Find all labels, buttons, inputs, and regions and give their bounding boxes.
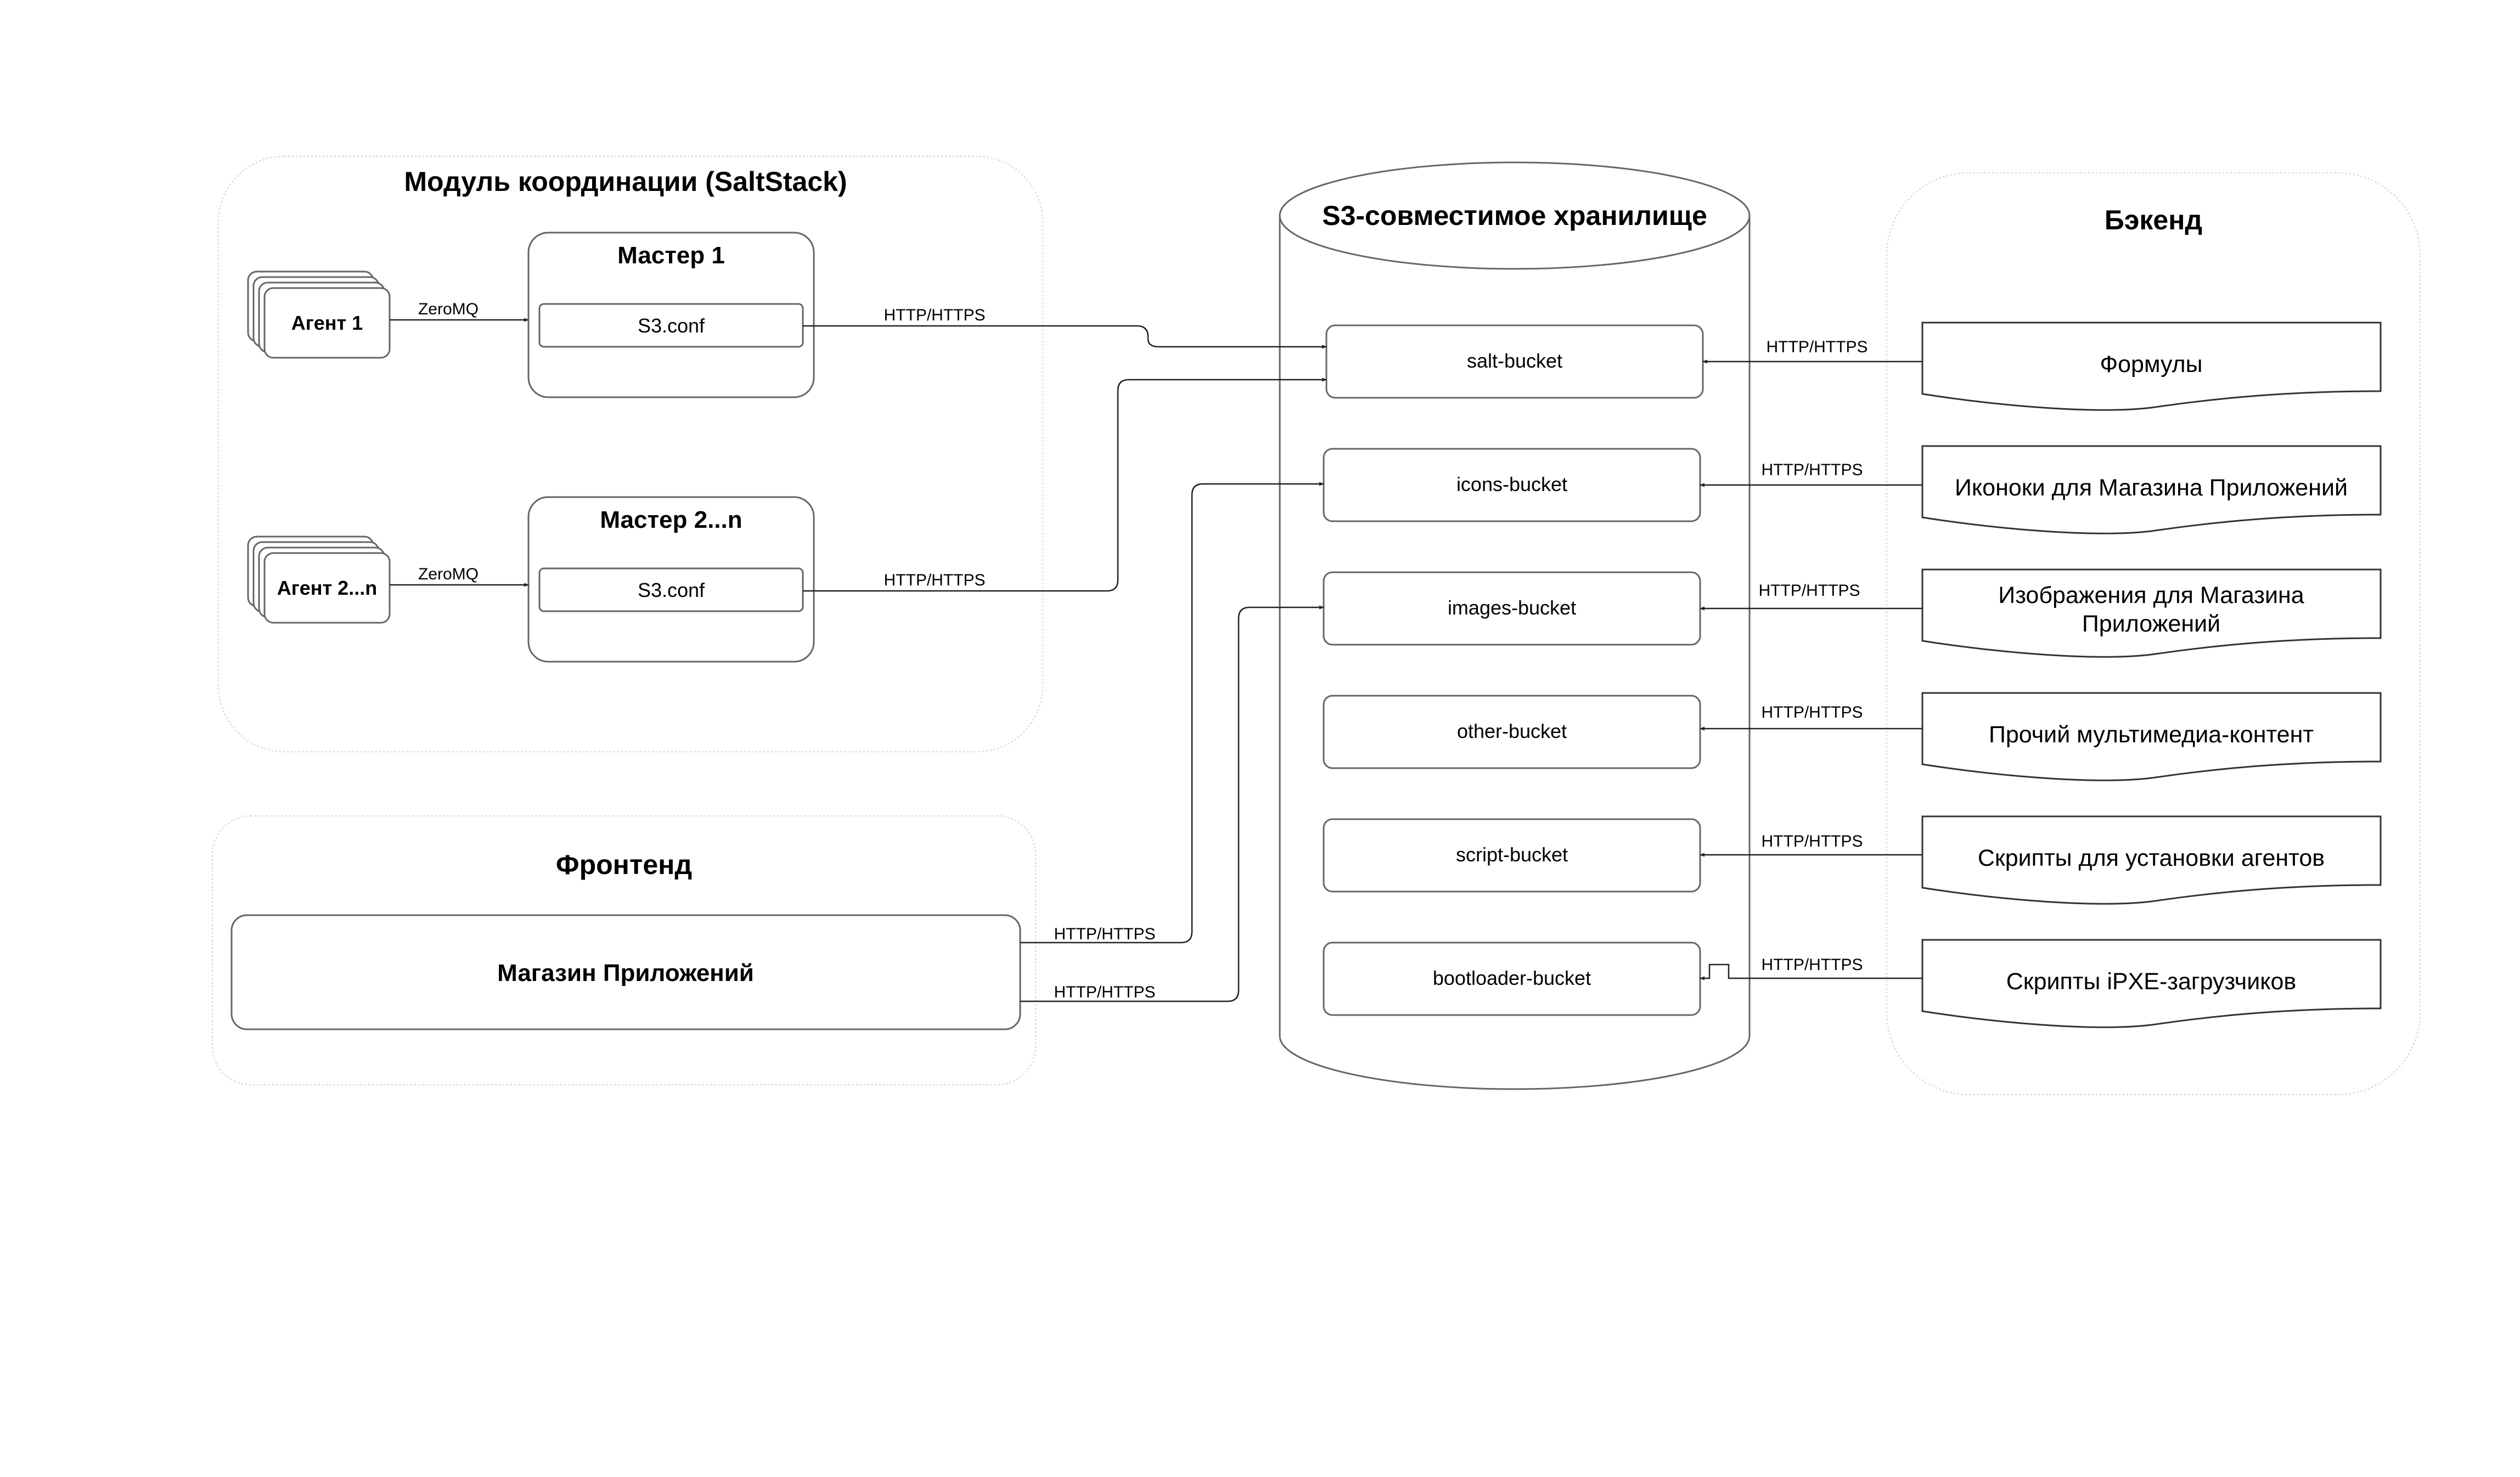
coordination-group-title: Модуль координации (SaltStack) [404, 166, 847, 197]
edge-agent2-master2: ZeroMQ [390, 565, 529, 587]
agent-1-stack[interactable]: Агент 1 [247, 270, 391, 359]
edge-master1-salt: HTTP/HTTPS [803, 306, 1327, 349]
bucket-bootloader-label: bootloader-bucket [1433, 967, 1591, 989]
edge-other-doc-bucket-label: HTTP/HTTPS [1762, 703, 1863, 721]
doc-agent-scripts-label: Скрипты для установки агентов [1978, 845, 2325, 871]
bucket-images-label: images-bucket [1448, 596, 1576, 619]
edge-master2-salt-label: HTTP/HTTPS [884, 571, 986, 589]
edge-other-doc-bucket: HTTP/HTTPS [1700, 703, 1922, 731]
backend-group-title: Бэкенд [2105, 205, 2202, 235]
bucket-images[interactable]: images-bucket [1323, 571, 1701, 646]
edge-agent1-master1-label: ZeroMQ [418, 300, 479, 318]
doc-icons-label: Иконоки для Магазина Приложений [1955, 475, 2348, 501]
bucket-salt-label: salt-bucket [1467, 349, 1562, 372]
edge-images-doc-bucket-label: HTTP/HTTPS [1759, 582, 1860, 600]
edge-icons-doc-bucket-label: HTTP/HTTPS [1762, 461, 1863, 479]
storage-title: S3-совместимое хранилище [1322, 200, 1707, 231]
bucket-icons[interactable]: icons-bucket [1323, 448, 1701, 522]
bucket-icons-label: icons-bucket [1456, 473, 1567, 495]
edge-store-icons-label: HTTP/HTTPS [1054, 925, 1156, 943]
edge-formulas-salt-label: HTTP/HTTPS [1767, 338, 1868, 356]
edge-formulas-salt: HTTP/HTTPS [1702, 338, 1922, 364]
edge-icons-doc-bucket: HTTP/HTTPS [1700, 461, 1922, 487]
master-1-title: Мастер 1 [617, 242, 725, 269]
master-2-title: Мастер 2...n [600, 506, 742, 533]
doc-other[interactable]: Прочий мультимедиа-контент [1921, 692, 2382, 781]
edge-ipxe-bootloader: HTTP/HTTPS [1700, 956, 1922, 980]
agent-1-label: Агент 1 [291, 312, 363, 334]
edge-ipxe-bootloader-label: HTTP/HTTPS [1762, 956, 1863, 974]
coordination-group: Модуль координации (SaltStack) [217, 155, 1044, 753]
edge-agent1-master1: ZeroMQ [390, 300, 529, 322]
edge-images-doc-bucket: HTTP/HTTPS [1700, 582, 1922, 611]
master-2-config-box[interactable] [538, 567, 804, 612]
agent-2-stack[interactable]: Агент 2...n [247, 535, 391, 624]
bucket-other[interactable]: other-bucket [1323, 695, 1701, 769]
master-2[interactable]: Мастер 2...n S3.conf [527, 496, 815, 663]
doc-ipxe-scripts[interactable]: Скрипты iPXE-загрузчиков [1921, 939, 2382, 1028]
doc-images[interactable]: Изображения для Магазина Приложений [1921, 568, 2382, 658]
agent-2-label: Агент 2...n [277, 577, 377, 599]
edge-agent-scripts-bucket-label: HTTP/HTTPS [1762, 832, 1863, 850]
app-store-box[interactable]: Магазин Приложений [230, 914, 1021, 1030]
bucket-bootloader[interactable]: bootloader-bucket [1323, 942, 1701, 1016]
edge-agent-scripts-bucket: HTTP/HTTPS [1700, 832, 1922, 857]
doc-images-label-line-2: Приложений [2082, 611, 2220, 637]
frontend-group-title: Фронтенд [556, 849, 692, 880]
edge-master1-salt-label: HTTP/HTTPS [884, 306, 986, 324]
doc-formulas[interactable]: Формулы [1921, 322, 2382, 411]
app-store-label: Магазин Приложений [497, 960, 754, 986]
bucket-script[interactable]: script-bucket [1323, 818, 1701, 893]
doc-ipxe-scripts-label: Скрипты iPXE-загрузчиков [2006, 968, 2297, 995]
master-2-config-label: S3.conf [638, 579, 705, 601]
master-1[interactable]: Мастер 1 S3.conf [527, 232, 815, 398]
master-1-config-label: S3.conf [638, 314, 705, 337]
edge-agent2-master2-label: ZeroMQ [418, 565, 479, 583]
doc-icons[interactable]: Иконоки для Магазина Приложений [1921, 445, 2382, 534]
doc-formulas-label: Формулы [2100, 351, 2202, 377]
doc-agent-scripts[interactable]: Скрипты для установки агентов [1921, 815, 2382, 905]
bucket-other-label: other-bucket [1457, 720, 1567, 742]
bucket-salt[interactable]: salt-bucket [1325, 324, 1704, 399]
edge-store-images: HTTP/HTTPS [1020, 605, 1324, 1002]
edge-store-icons: HTTP/HTTPS [1020, 482, 1324, 944]
edge-store-images-label: HTTP/HTTPS [1054, 983, 1156, 1001]
edge-master2-salt: HTTP/HTTPS [803, 377, 1327, 592]
bucket-script-label: script-bucket [1456, 843, 1568, 866]
doc-other-label: Прочий мультимедиа-контент [1989, 721, 2314, 748]
doc-images-label-line-1: Изображения для Магазина [1998, 582, 2304, 608]
